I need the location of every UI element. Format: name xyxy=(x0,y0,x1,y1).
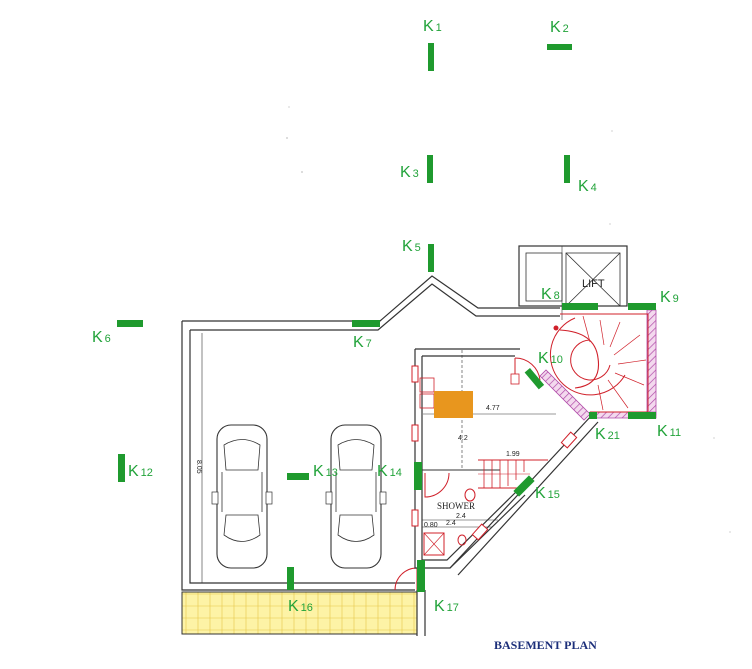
straight-stair: 1.99 xyxy=(478,451,548,489)
lift-label: LIFT xyxy=(582,278,605,290)
car-left xyxy=(211,424,273,569)
plan-title: BASEMENT PLAN xyxy=(494,638,597,652)
patio-strip xyxy=(181,591,418,635)
car-right xyxy=(325,424,387,569)
shower-small-dimension: 0.80 xyxy=(424,522,438,529)
garage-walls: 8.05 xyxy=(181,275,560,591)
bathroom-fixtures xyxy=(423,472,476,556)
garage-height-dimension: 8.05 xyxy=(195,460,202,474)
internal-stair xyxy=(411,365,473,527)
shower-width-dimension-2: 2.4 xyxy=(446,520,456,527)
diagonal-wall xyxy=(449,414,599,576)
scan-specks xyxy=(286,106,731,533)
marker-bars xyxy=(117,43,656,592)
room-depth-dimension: 4.2 xyxy=(458,435,468,442)
shower-width-dimension: 2.4 xyxy=(456,513,466,520)
garage-door-swing xyxy=(394,567,418,591)
shower-label: SHOWER xyxy=(437,501,475,511)
svg-text:8.05: 8.05 xyxy=(195,460,202,474)
hatched-wall-diagonal xyxy=(539,369,591,421)
room-width-dimension: 4.77 xyxy=(486,405,500,412)
spiral-stair xyxy=(510,313,649,413)
stair-width-dimension: 1.99 xyxy=(506,451,520,458)
